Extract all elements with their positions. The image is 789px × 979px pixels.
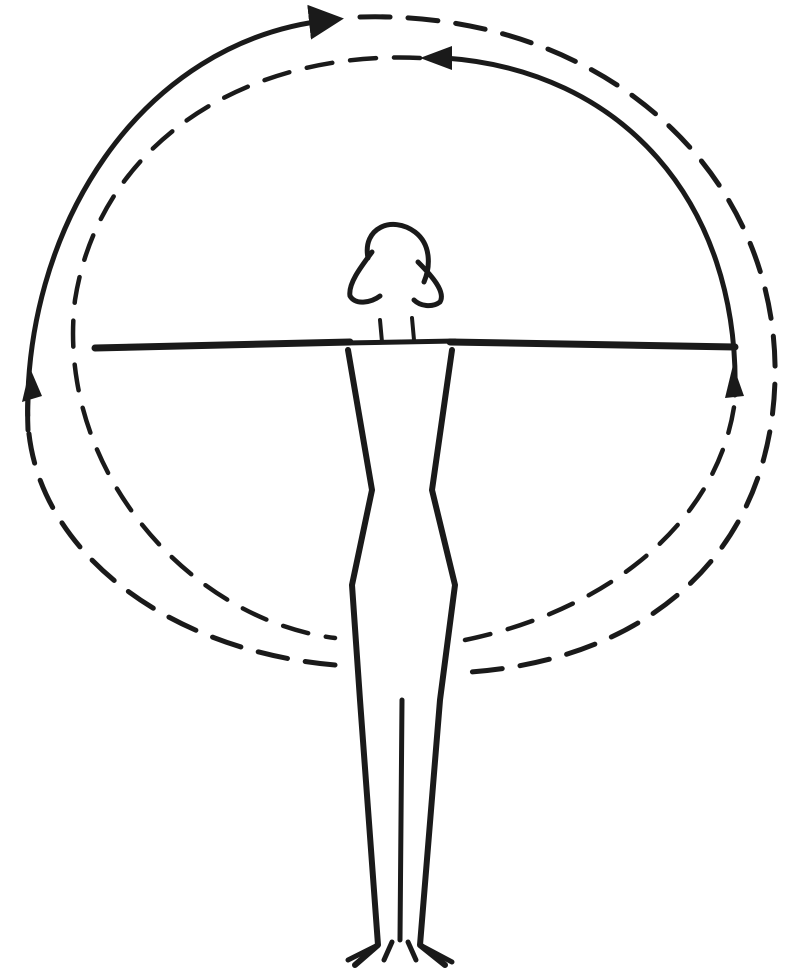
body [348,350,455,965]
left-arm [95,342,350,348]
right-foot [408,942,452,962]
head-outline [367,224,428,282]
hair-right [414,262,441,306]
arms [95,341,735,348]
leg-split [400,700,402,940]
right-body-contour [420,350,455,965]
hair-left [350,252,380,302]
head [350,224,442,342]
shoulder-line [345,341,455,343]
left-body-contour [348,350,378,965]
left-foot [348,942,392,960]
inner-right-arrow-icon [725,365,744,398]
right-arm [450,342,735,347]
inner-top-arrow-icon [420,46,452,70]
outer-left-arrow-icon [22,368,42,402]
neck [380,318,414,342]
